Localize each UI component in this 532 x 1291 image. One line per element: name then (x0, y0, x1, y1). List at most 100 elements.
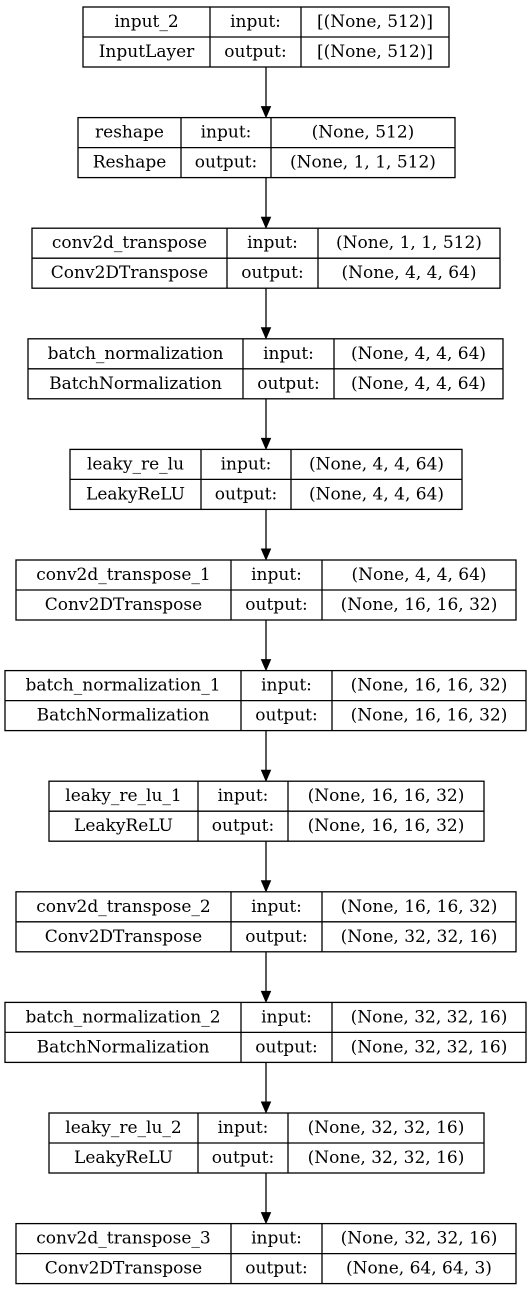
edge-arrow (260, 620, 272, 672)
input-shape: (None, 1, 1, 512) (336, 233, 482, 253)
input-shape: (None, 16, 16, 32) (341, 897, 498, 917)
output-shape: [(None, 512)] (317, 42, 433, 62)
output-shape: (None, 32, 32, 16) (341, 927, 498, 947)
input-label: input: (263, 344, 314, 364)
layer-type: LeakyReLU (86, 484, 185, 504)
arrowhead-icon (260, 437, 272, 451)
layer-node-conv2d_transpose_1: conv2d_transpose_1Conv2DTransposeinput:o… (15, 559, 517, 621)
output-label: output: (255, 1037, 317, 1057)
edge-arrow (260, 509, 272, 561)
layer-type: LeakyReLU (74, 1148, 173, 1168)
output-shape: (None, 32, 32, 16) (351, 1037, 508, 1057)
arrowhead-icon (260, 548, 272, 561)
layer-type: Conv2DTranspose (45, 927, 202, 947)
input-label: input: (201, 123, 252, 143)
output-shape: (None, 64, 64, 3) (346, 1259, 492, 1279)
edge-arrow (260, 1173, 272, 1225)
edge-arrow (260, 1062, 272, 1114)
edge-arrow (260, 951, 272, 1004)
layer-name: leaky_re_lu_1 (65, 786, 181, 806)
input-shape: (None, 4, 4, 64) (309, 454, 444, 474)
output-label: output: (241, 263, 303, 283)
input-label: input: (230, 12, 281, 32)
output-label: output: (195, 153, 257, 173)
output-shape: (None, 16, 16, 32) (351, 706, 508, 726)
output-label: output: (245, 595, 307, 615)
output-label: output: (212, 1148, 274, 1168)
layer-type: Conv2DTranspose (51, 263, 208, 283)
edge-arrow (260, 67, 272, 119)
input-shape: (None, 16, 16, 32) (308, 786, 465, 806)
layer-name: conv2d_transpose_2 (36, 897, 211, 917)
input-label: input: (261, 1007, 312, 1027)
layer-type: Conv2DTranspose (45, 1259, 202, 1279)
output-shape: (None, 32, 32, 16) (308, 1148, 465, 1168)
layer-name: conv2d_transpose_3 (36, 1229, 211, 1249)
input-shape: (None, 4, 4, 64) (351, 565, 486, 585)
input-shape: (None, 4, 4, 64) (351, 344, 486, 364)
layer-type: InputLayer (99, 42, 195, 62)
arrowhead-icon (260, 1212, 272, 1225)
output-shape: (None, 4, 4, 64) (351, 374, 486, 394)
output-shape: (None, 16, 16, 32) (341, 595, 498, 615)
arrowhead-icon (260, 769, 272, 782)
input-label: input: (251, 1229, 302, 1249)
layer-type: Reshape (93, 153, 167, 173)
output-label: output: (255, 706, 317, 726)
layer-name: conv2d_transpose (52, 233, 207, 253)
layer-type: BatchNormalization (49, 374, 222, 394)
input-label: input: (251, 897, 302, 917)
layer-node-conv2d_transpose: conv2d_transposeConv2DTransposeinput:out… (31, 227, 501, 289)
arrowhead-icon (260, 990, 272, 1004)
layer-name: input_2 (114, 12, 178, 32)
input-label: input: (218, 786, 269, 806)
layer-name: reshape (95, 123, 164, 143)
layer-name: leaky_re_lu (87, 454, 184, 474)
layer-name: batch_normalization_2 (25, 1007, 220, 1027)
layer-type: LeakyReLU (74, 816, 173, 836)
output-label: output: (215, 484, 277, 504)
output-label: output: (224, 42, 286, 62)
arrowhead-icon (260, 216, 272, 229)
arrowhead-icon (260, 1101, 272, 1114)
output-label: output: (212, 816, 274, 836)
input-shape: (None, 16, 16, 32) (351, 676, 508, 696)
layer-type: Conv2DTranspose (45, 595, 202, 615)
edge-arrow (260, 288, 272, 340)
arrowhead-icon (260, 327, 272, 340)
input-label: input: (261, 676, 312, 696)
arrowhead-icon (260, 880, 272, 893)
output-shape: (None, 4, 4, 64) (341, 263, 476, 283)
output-label: output: (245, 1259, 307, 1279)
layer-name: batch_normalization_1 (25, 676, 220, 696)
layer-type: BatchNormalization (37, 706, 210, 726)
input-shape: (None, 32, 32, 16) (308, 1118, 465, 1138)
edge-arrow (260, 177, 272, 229)
layer-type: BatchNormalization (37, 1037, 210, 1057)
output-shape: (None, 1, 1, 512) (290, 153, 436, 173)
layer-name: leaky_re_lu_2 (65, 1118, 181, 1138)
edge-arrow (260, 841, 272, 893)
input-label: input: (221, 454, 272, 474)
edge-arrow (260, 730, 272, 782)
output-label: output: (257, 374, 319, 394)
arrowhead-icon (260, 659, 272, 672)
input-shape: (None, 32, 32, 16) (351, 1007, 508, 1027)
arrowhead-icon (260, 106, 272, 119)
edge-arrow (260, 398, 272, 451)
output-shape: (None, 4, 4, 64) (309, 484, 444, 504)
output-label: output: (245, 927, 307, 947)
input-label: input: (251, 565, 302, 585)
input-shape: (None, 32, 32, 16) (341, 1229, 498, 1249)
input-label: input: (218, 1118, 269, 1138)
